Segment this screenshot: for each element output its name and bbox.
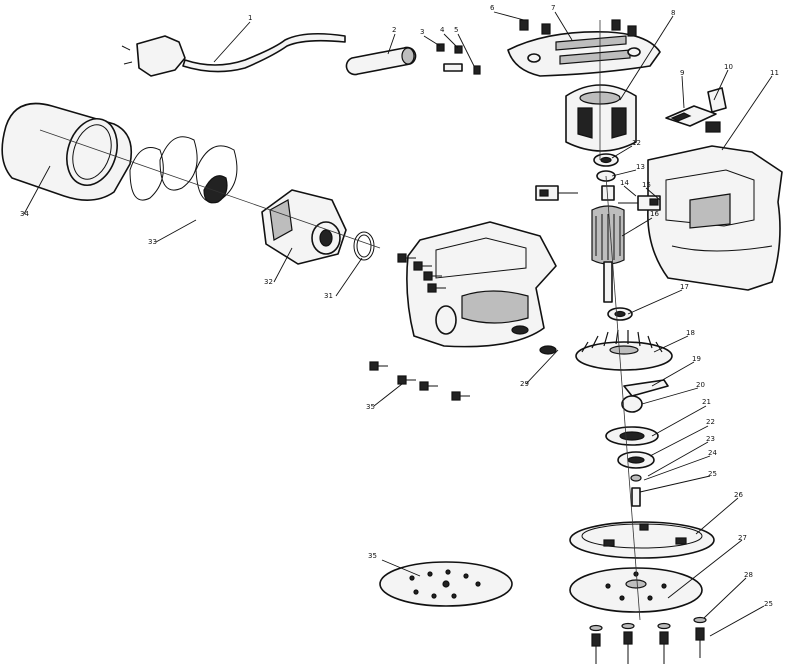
counterweight xyxy=(623,379,669,397)
callout-label: 22 xyxy=(706,418,715,426)
callout-label: 26 xyxy=(734,491,743,499)
sanding-pad xyxy=(569,567,703,613)
callout-label: 21 xyxy=(702,398,711,406)
callout-label: 24 xyxy=(708,449,717,457)
housing-half-right xyxy=(647,145,783,291)
pad-screws xyxy=(589,616,707,664)
motor-stator xyxy=(565,84,637,152)
motor-housing xyxy=(406,221,557,355)
callout-label: 25 xyxy=(764,600,773,608)
callout-label: 3 xyxy=(420,28,424,36)
top-cover xyxy=(507,31,661,77)
callout-label: 35 xyxy=(368,552,377,560)
callout-label: 17 xyxy=(680,283,689,291)
callout-label: 16 xyxy=(650,210,659,218)
callout-labels: 1 2 3 4 5 6 7 8 9 10 11 12 13 14 15 16 1… xyxy=(20,4,779,608)
filter-spring xyxy=(129,136,238,204)
callout-label: 31 xyxy=(324,292,333,300)
callout-label: 1 xyxy=(248,14,252,22)
callout-label: 9 xyxy=(680,69,684,77)
callout-label: 7 xyxy=(551,4,555,12)
eccentric-bearing-stack xyxy=(605,395,659,507)
callout-label: 11 xyxy=(770,69,779,77)
callout-label: 23 xyxy=(706,435,715,443)
carbon-brushes xyxy=(535,185,661,211)
housing-screws-upper xyxy=(397,253,446,293)
callout-label: 2 xyxy=(392,26,396,34)
cord-sleeve xyxy=(345,46,417,76)
cover-screws xyxy=(519,19,637,37)
callout-label: 32 xyxy=(264,278,273,286)
cooling-fan xyxy=(575,329,673,371)
callout-label: 33 xyxy=(148,238,157,246)
sanding-disc xyxy=(379,561,513,607)
lower-bearing xyxy=(607,307,633,321)
callout-label: 27 xyxy=(738,534,747,542)
callout-label: 13 xyxy=(636,163,645,171)
callout-label: 8 xyxy=(671,9,675,17)
leader-lines xyxy=(23,11,773,637)
switch-parts xyxy=(665,87,727,133)
power-cord xyxy=(121,32,346,77)
callout-label: 18 xyxy=(686,329,695,337)
callout-label: 5 xyxy=(454,26,458,34)
armature xyxy=(591,185,625,303)
callout-label: 12 xyxy=(632,139,641,147)
callout-label: 19 xyxy=(692,355,701,363)
callout-label: 20 xyxy=(696,381,705,389)
callout-label: 4 xyxy=(440,26,445,34)
callout-label: 15 xyxy=(642,181,651,189)
callout-label: 28 xyxy=(744,571,753,579)
dust-adapter xyxy=(261,189,347,265)
callout-label: 25 xyxy=(708,470,717,478)
callout-label: 29 xyxy=(520,380,529,388)
assembly-axes xyxy=(39,20,641,621)
dust-box xyxy=(1,102,133,201)
pad-base xyxy=(569,521,715,559)
callout-label: 6 xyxy=(490,4,495,12)
cord-clamp-screws xyxy=(436,43,481,75)
callout-label: 14 xyxy=(620,179,629,187)
callout-label: 35 xyxy=(366,403,375,411)
housing-screws-lower xyxy=(369,361,470,401)
callout-label: 34 xyxy=(20,210,29,218)
o-ring xyxy=(353,231,375,261)
callout-label: 10 xyxy=(724,63,733,71)
